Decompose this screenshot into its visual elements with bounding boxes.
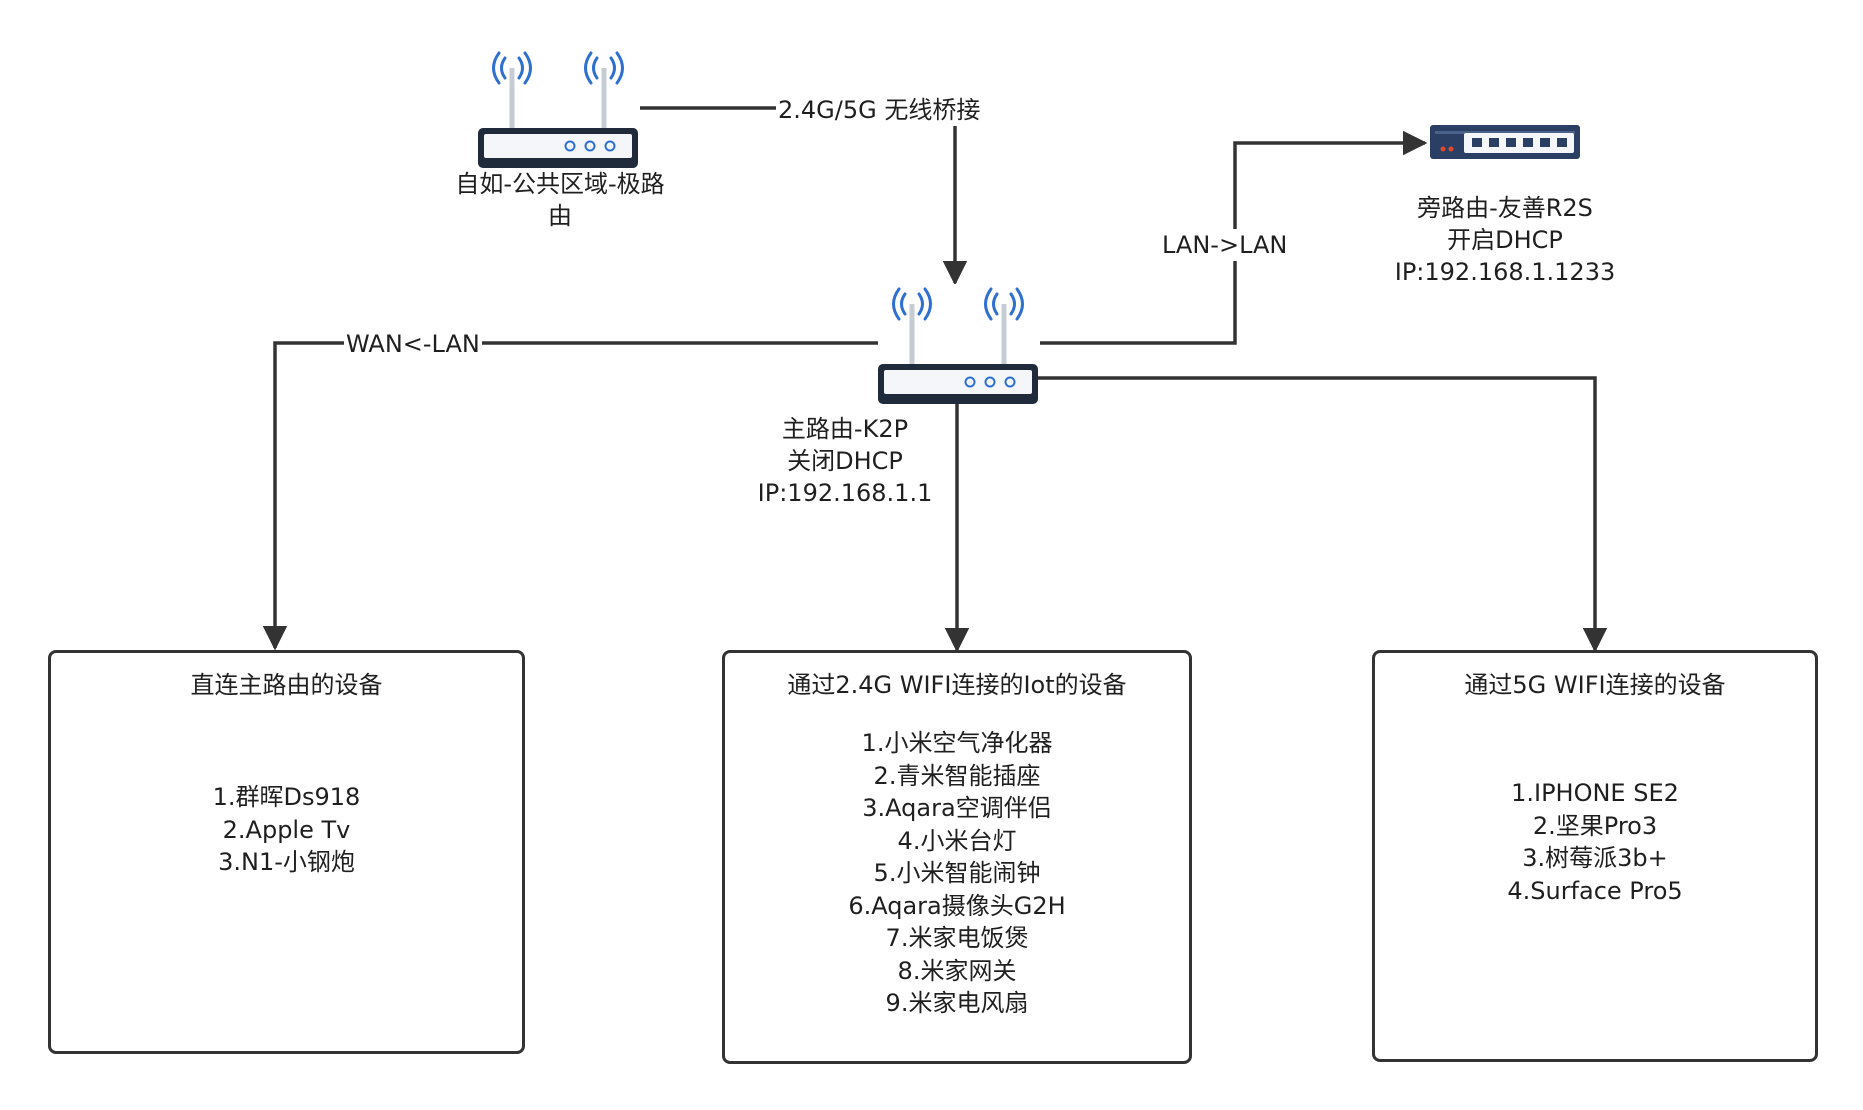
edge-label-wan-from-lan: WAN<-LAN <box>344 328 482 360</box>
wifi-5g-devices-box: 通过5G WIFI连接的设备 1.IPHONE SE2 2.坚果Pro3 3.树… <box>1372 650 1818 1062</box>
bypass-router-name: 旁路由-友善R2S <box>1417 194 1593 222</box>
list-item: 3.树莓派3b+ <box>1522 844 1668 872</box>
upstream-router-label-line1: 自如-公共区域-极路 <box>455 170 665 198</box>
device-list: 1.小米空气净化器 2.青米智能插座 3.Aqara空调伴侣 4.小米台灯 5.… <box>725 727 1189 1020</box>
list-item: 8.米家网关 <box>897 956 1017 985</box>
list-item: 3.N1-小钢炮 <box>218 848 355 876</box>
main-router-name: 主路由-K2P <box>781 415 909 443</box>
network-switch-icon <box>1430 125 1580 159</box>
edge-label-lan-to-lan: LAN->LAN <box>1160 229 1290 261</box>
list-item: 2.坚果Pro3 <box>1532 811 1658 840</box>
edge-to-5g-devices <box>1036 376 1608 653</box>
router-icon <box>478 48 638 168</box>
list-item: 5.小米智能闹钟 <box>873 859 1041 887</box>
list-item: 4.小米台灯 <box>897 826 1017 855</box>
device-list: 1.IPHONE SE2 2.坚果Pro3 3.树莓派3b+ 4.Surface… <box>1375 777 1815 907</box>
list-item: 4.Surface Pro5 <box>1507 876 1683 905</box>
group-title: 通过2.4G WIFI连接的Iot的设备 <box>787 671 1127 699</box>
bypass-router-label: 旁路由-友善R2S 开启DHCP IP:192.168.1.1233 <box>1370 192 1640 288</box>
edge-wan-from-lan <box>262 341 878 651</box>
list-item: 2.Apple Tv <box>222 815 351 844</box>
list-item: 1.小米空气净化器 <box>861 729 1053 757</box>
list-item: 2.青米智能插座 <box>873 761 1041 790</box>
direct-devices-box: 直连主路由的设备 1.群晖Ds918 2.Apple Tv 3.N1-小钢炮 <box>48 650 525 1054</box>
bypass-router-dhcp: 开启DHCP <box>1447 226 1563 254</box>
router-icon <box>878 284 1038 404</box>
list-item: 9.米家电风扇 <box>885 989 1029 1017</box>
upstream-router-label: 自如-公共区域-极路 由 <box>440 168 680 232</box>
group-title: 直连主路由的设备 <box>190 671 383 699</box>
main-router-dhcp: 关闭DHCP <box>787 447 903 475</box>
iot-24g-devices-box: 通过2.4G WIFI连接的Iot的设备 1.小米空气净化器 2.青米智能插座 … <box>722 650 1192 1064</box>
upstream-router-label-line2: 由 <box>548 202 572 230</box>
edge-wireless-bridge <box>640 106 968 286</box>
list-item: 6.Aqara摄像头G2H <box>848 891 1066 920</box>
device-list: 1.群晖Ds918 2.Apple Tv 3.N1-小钢炮 <box>51 781 522 879</box>
list-item: 7.米家电饭煲 <box>885 924 1029 952</box>
list-item: 1.群晖Ds918 <box>212 783 361 811</box>
group-title: 通过5G WIFI连接的设备 <box>1464 671 1726 699</box>
list-item: 3.Aqara空调伴侣 <box>862 794 1052 822</box>
main-router-ip: IP:192.168.1.1 <box>757 479 933 507</box>
edge-label-wireless-bridge: 2.4G/5G 无线桥接 <box>776 94 983 126</box>
main-router-label: 主路由-K2P 关闭DHCP IP:192.168.1.1 <box>720 413 970 509</box>
list-item: 1.IPHONE SE2 <box>1511 779 1679 807</box>
bypass-router-ip: IP:192.168.1.1233 <box>1394 258 1616 286</box>
